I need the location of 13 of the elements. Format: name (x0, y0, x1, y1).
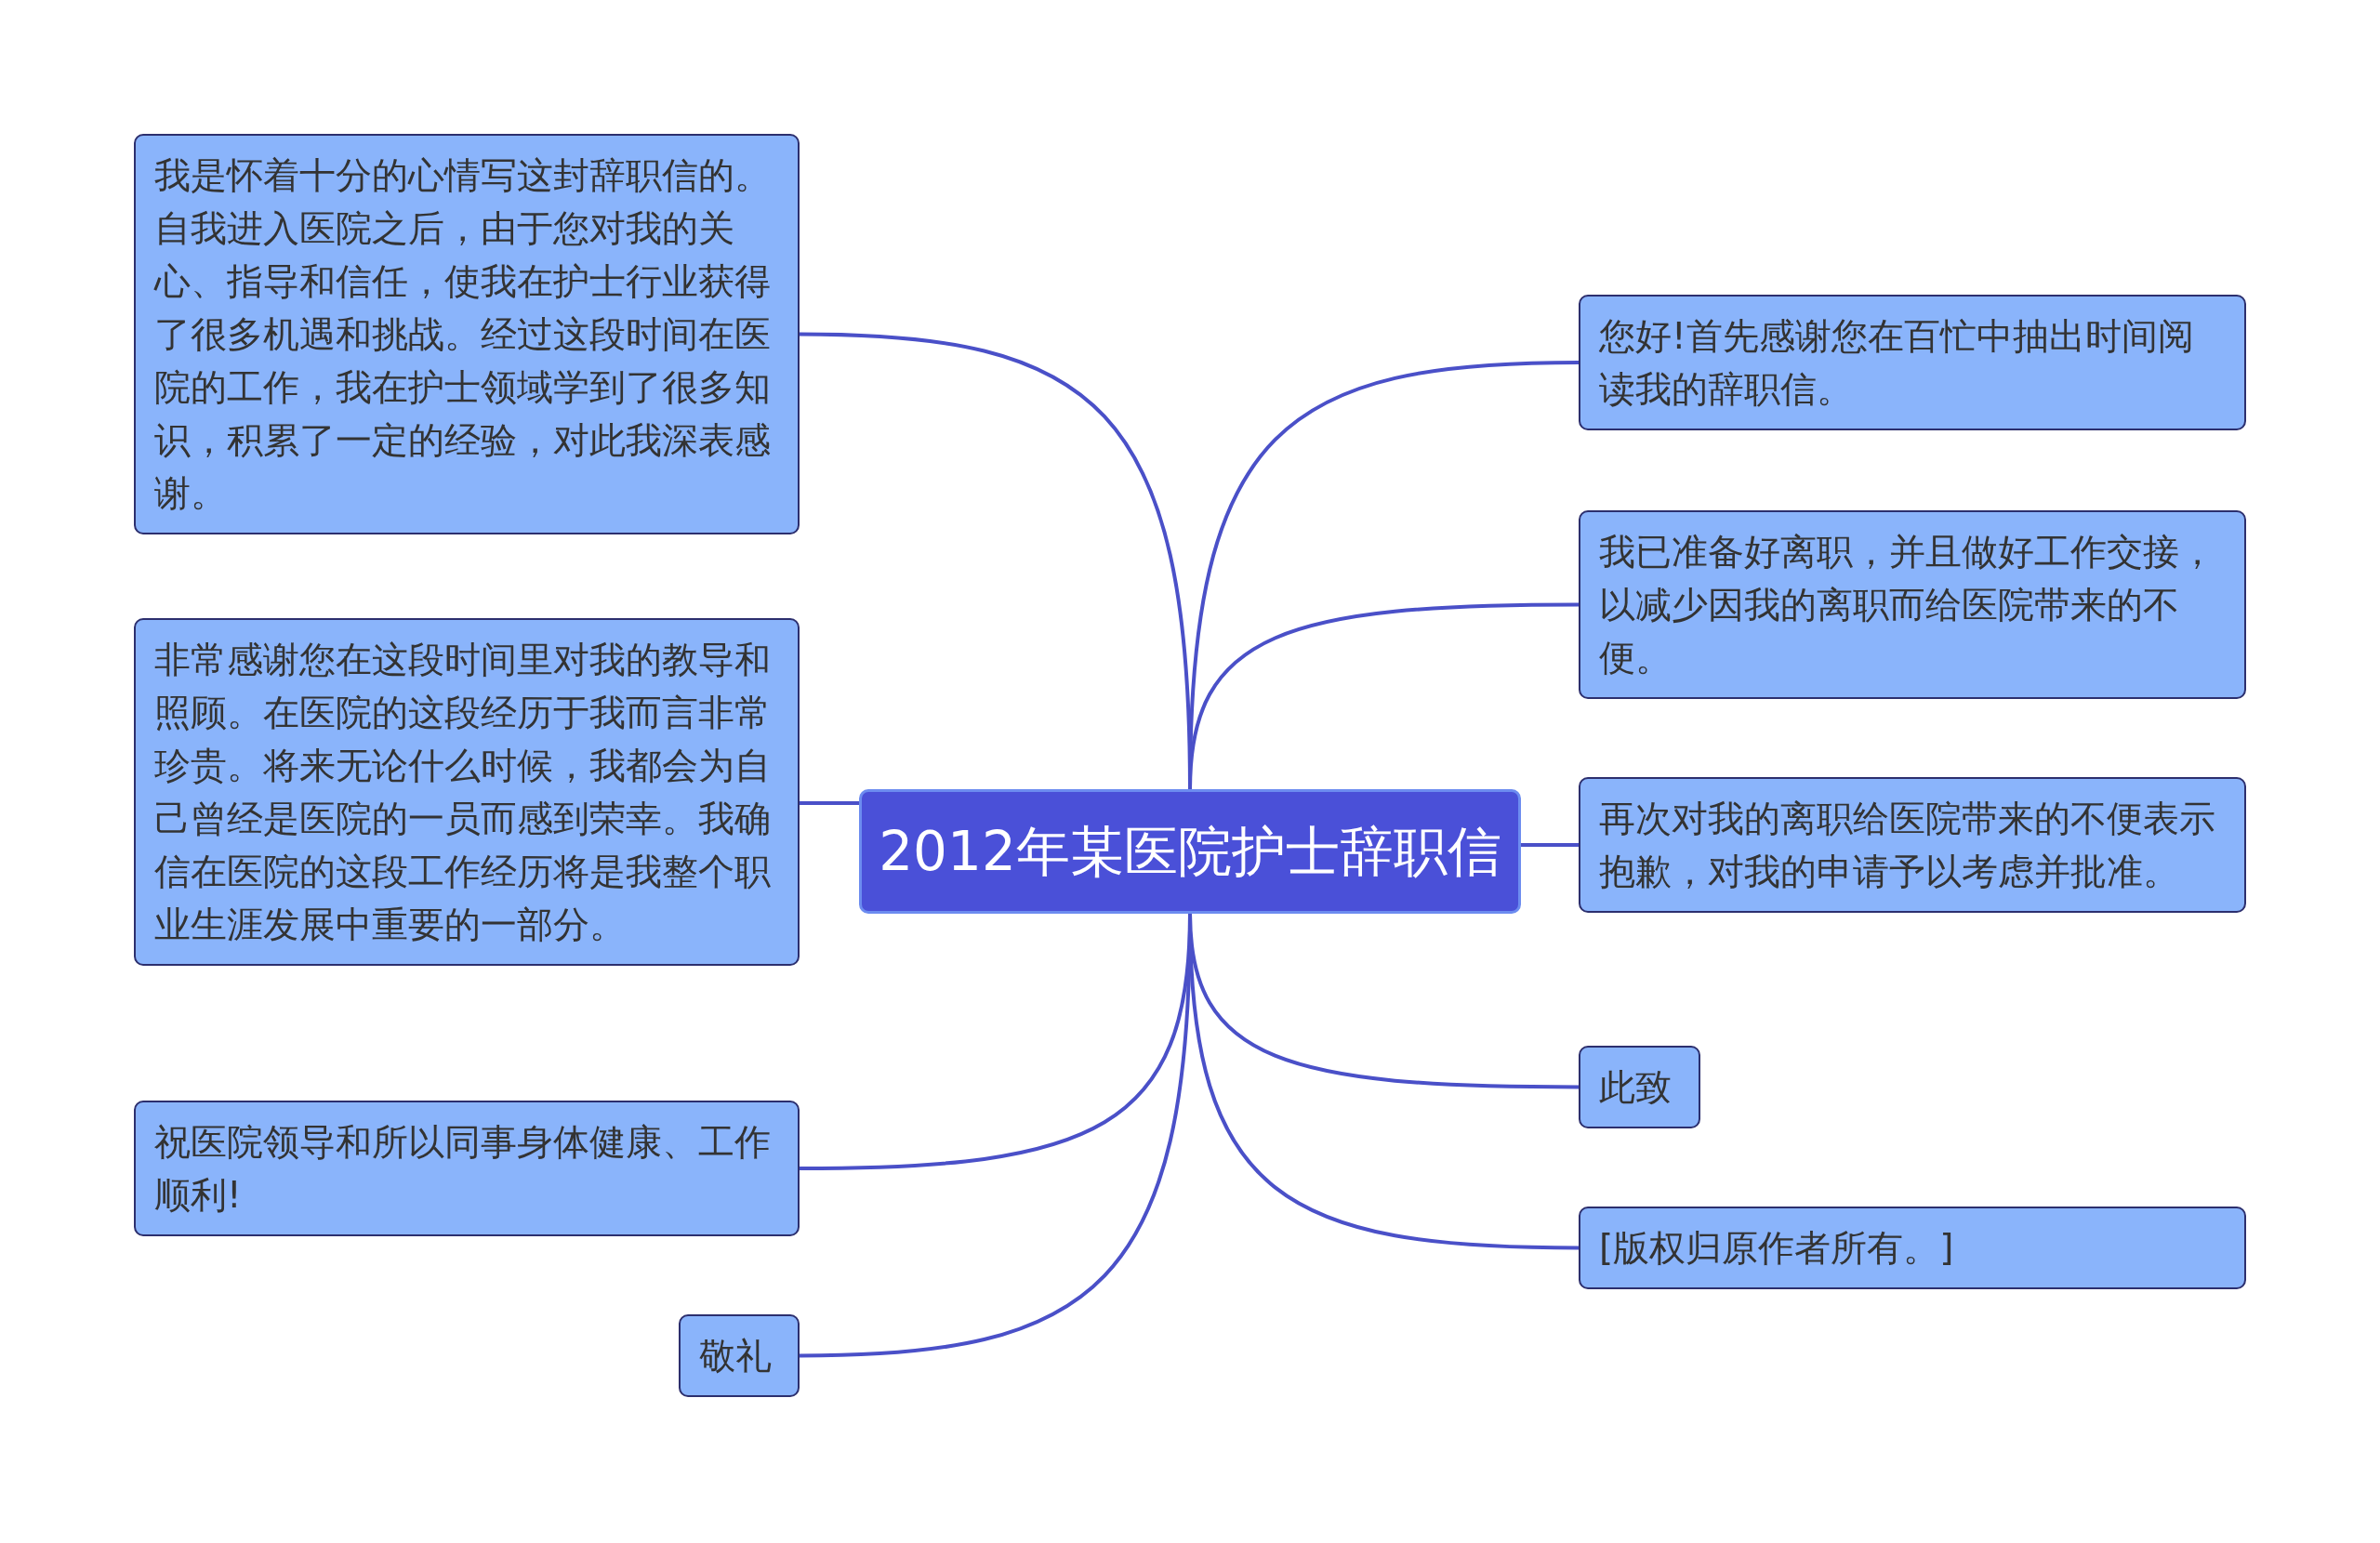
topic-box: 此致 (1579, 1046, 1700, 1128)
topic-box: 我已准备好离职，并且做好工作交接，以减少因我的离职而给医院带来的不便。 (1579, 510, 2246, 699)
topic-box: 祝医院领导和所以同事身体健康、工作顺利! (134, 1101, 800, 1236)
topic-box: [版权归原作者所有。] (1579, 1207, 2246, 1289)
connector-line (1521, 843, 1579, 847)
topic-box: 我是怀着十分的心情写这封辞职信的。自我进入医院之后，由于您对我的关心、指导和信任，使我在护士行业获得了很多机遇和挑战。经过这段时间在医院的工作，我在护士领域学到了很多知识，积累了一定的经验，对此我深表感谢。 (134, 134, 800, 534)
connector-line (800, 801, 859, 805)
central-topic: 2012年某医院护士辞职信 (859, 789, 1521, 914)
connector-line (1188, 602, 1579, 790)
topic-box: 非常感谢您在这段时间里对我的教导和照顾。在医院的这段经历于我而言非常珍贵。将来无论什么时候，我都会为自己曾经是医院的一员而感到荣幸。我确信在医院的这段工作经历将是我整个职业生涯发展中重要的一部分。 (134, 618, 800, 966)
topic-box: 您好!首先感谢您在百忙中抽出时间阅读我的辞职信。 (1579, 295, 2246, 430)
topic-box: 再次对我的离职给医院带来的不便表示抱歉，对我的申请予以考虑并批准。 (1579, 777, 2246, 913)
topic-box: 敬礼 (679, 1314, 800, 1397)
